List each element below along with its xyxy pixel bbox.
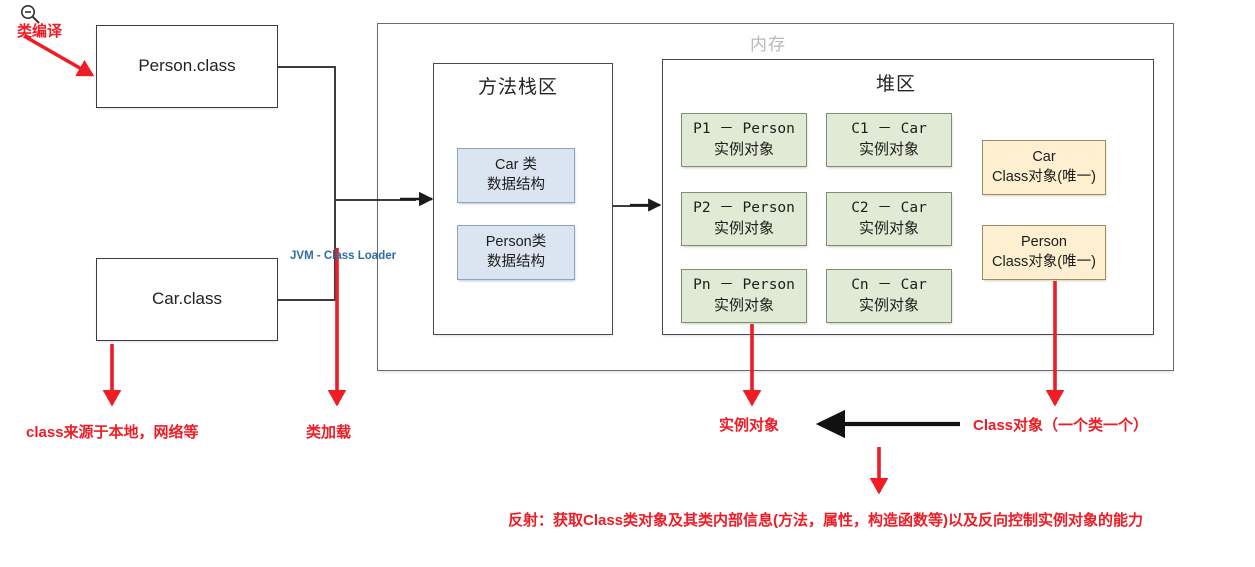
heap-instance-p2-line2: 实例对象 — [713, 219, 774, 237]
annotation-class-compile: 类编译 — [17, 23, 63, 40]
heap-instance-p1[interactable]: P1 － Person 实例对象 — [681, 113, 807, 167]
heap-instance-pn[interactable]: Pn － Person 实例对象 — [681, 269, 807, 323]
heap-instance-p2-line1: P2 － Person — [693, 200, 795, 217]
connector-car-class-h — [278, 299, 336, 301]
heap-instance-cn[interactable]: Cn － Car 实例对象 — [826, 269, 952, 323]
heap-instance-c1[interactable]: C1 － Car 实例对象 — [826, 113, 952, 167]
method-area-title: 方法栈区 — [478, 77, 559, 98]
method-area-item-person[interactable]: Person类 数据结构 — [457, 225, 575, 280]
heap-instance-p1-line1: P1 － Person — [693, 121, 795, 138]
annotation-instance-object: 实例对象 — [719, 417, 780, 434]
method-area-item-car-line2: 数据结构 — [487, 176, 545, 193]
connector-car-class-v — [334, 200, 336, 300]
person-class-box[interactable]: Person.class — [96, 25, 278, 108]
connector-person-class-v — [334, 66, 336, 200]
person-class-label: Person.class — [138, 56, 236, 76]
heap-instance-c2[interactable]: C2 － Car 实例对象 — [826, 192, 952, 246]
annotation-class-object: Class对象（一个类一个） — [973, 417, 1149, 434]
annotation-class-source: class来源于本地，网络等 — [26, 424, 199, 441]
connector-to-method-area — [334, 199, 416, 201]
heap-instance-p2[interactable]: P2 － Person 实例对象 — [681, 192, 807, 246]
method-area-item-car-line1: Car 类 — [495, 156, 537, 173]
heap-instance-c1-line1: C1 － Car — [851, 121, 927, 138]
memory-title: 内存 — [750, 35, 786, 54]
annotation-class-load: 类加载 — [306, 424, 352, 441]
heap-instance-p1-line2: 实例对象 — [713, 140, 774, 158]
class-object-person-line2: Class对象(唯一) — [992, 253, 1096, 270]
car-class-box[interactable]: Car.class — [96, 258, 278, 341]
connector-method-to-heap — [613, 205, 653, 207]
car-class-label: Car.class — [152, 289, 222, 309]
heap-instance-pn-line1: Pn － Person — [693, 277, 795, 294]
heap-instance-c1-line2: 实例对象 — [858, 140, 919, 158]
method-area-item-car[interactable]: Car 类 数据结构 — [457, 148, 575, 203]
class-object-person-line1: Person — [1021, 233, 1067, 250]
heap-instance-cn-line1: Cn － Car — [851, 277, 927, 294]
class-loader-label: JVM - Class Loader — [290, 250, 397, 262]
class-object-car-line2: Class对象(唯一) — [992, 168, 1096, 185]
method-area-item-person-line2: 数据结构 — [487, 253, 545, 270]
annotation-reflection: 反射：获取Class类对象及其类内部信息(方法，属性，构造函数等)以及反向控制实… — [508, 512, 1144, 529]
connector-person-class-h — [278, 66, 336, 68]
class-object-car[interactable]: Car Class对象(唯一) — [982, 140, 1106, 195]
heap-instance-c2-line1: C2 － Car — [851, 200, 927, 217]
class-object-car-line1: Car — [1032, 148, 1056, 165]
zoom-out-magnifier-icon[interactable] — [18, 3, 44, 29]
heap-instance-pn-line2: 实例对象 — [713, 296, 774, 314]
method-area-item-person-line1: Person类 — [485, 233, 547, 250]
arrow-class-compile — [23, 34, 95, 77]
heap-area-title: 堆区 — [876, 74, 917, 95]
heap-instance-c2-line2: 实例对象 — [858, 219, 919, 237]
heap-instance-cn-line2: 实例对象 — [858, 296, 919, 314]
class-object-person[interactable]: Person Class对象(唯一) — [982, 225, 1106, 280]
